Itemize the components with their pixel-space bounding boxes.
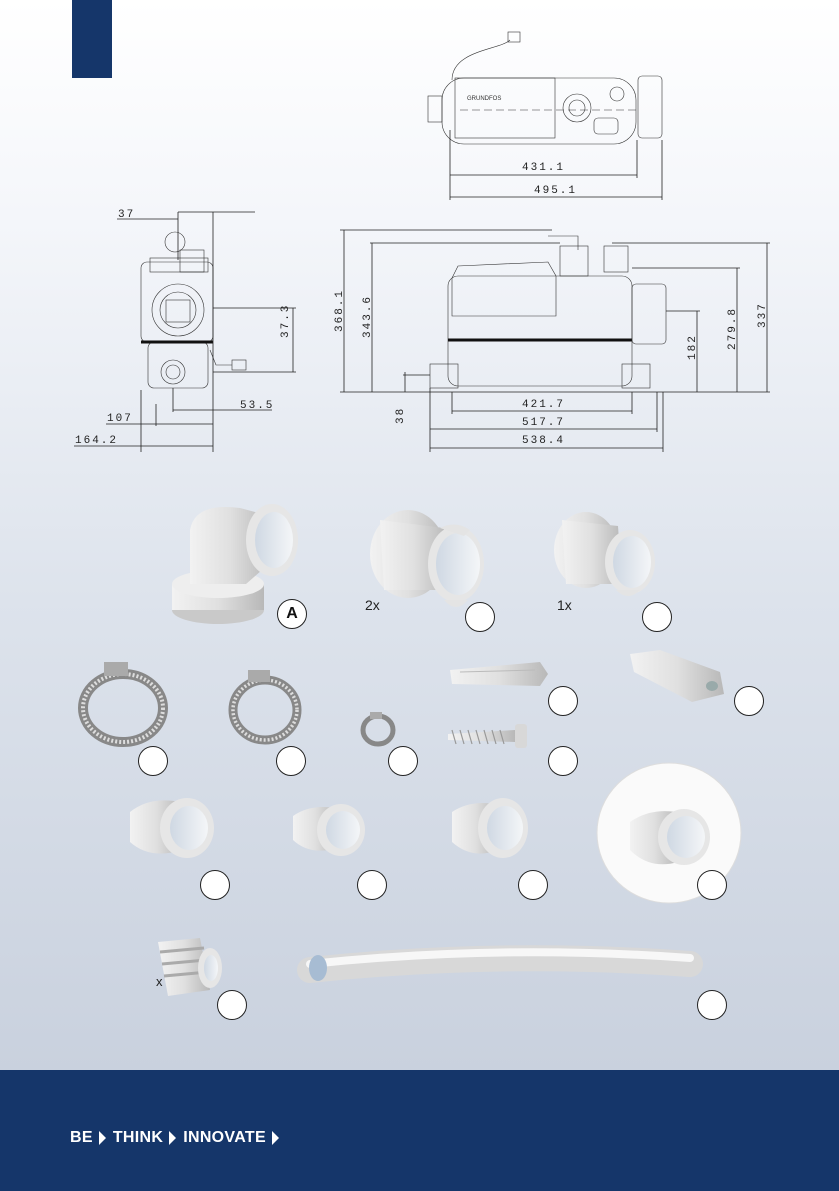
wall-plug-part — [450, 662, 548, 686]
dim-431-1: 431.1 — [522, 162, 565, 174]
screw-part — [448, 724, 527, 748]
adapter-small-part — [452, 798, 528, 858]
dim-182: 182 — [687, 334, 699, 360]
chevron-right-icon — [272, 1131, 279, 1145]
callout-circle — [138, 746, 168, 776]
hose-part — [309, 952, 690, 981]
dim-421-7: 421.7 — [522, 399, 565, 411]
adapter-medium-part — [293, 804, 365, 856]
dim-53-5: 53.5 — [240, 400, 274, 412]
slogan-word-be: BE — [70, 1129, 93, 1147]
quantity-label-1x: 1x — [557, 597, 572, 613]
adapter-large-part — [130, 798, 214, 858]
dim-337: 337 — [757, 302, 769, 328]
dim-495-1: 495.1 — [534, 185, 577, 197]
part-label-a: A — [277, 599, 307, 629]
callout-circle — [200, 870, 230, 900]
quantity-label-x: x — [156, 974, 163, 989]
technical-drawing: GRUNDFOS 431.1 495.1 37 — [0, 0, 839, 470]
callout-circle — [734, 686, 764, 716]
callout-circle — [217, 990, 247, 1020]
callout-circle — [642, 602, 672, 632]
callout-circle — [697, 870, 727, 900]
dim-37: 37 — [118, 209, 135, 221]
chevron-right-icon — [99, 1131, 106, 1145]
slogan-word-think: THINK — [113, 1129, 163, 1147]
dim-164-2: 164.2 — [75, 435, 118, 447]
svg-text:GRUNDFOS: GRUNDFOS — [467, 96, 501, 102]
quantity-label-2x: 2x — [365, 597, 380, 613]
brand-slogan: BE THINK INNOVATE — [70, 1128, 283, 1148]
dim-279-8: 279.8 — [727, 307, 739, 350]
callout-circle — [548, 686, 578, 716]
top-view-drawing: GRUNDFOS — [428, 32, 662, 200]
dim-368-1: 368.1 — [334, 289, 346, 332]
dim-517-7: 517.7 — [522, 417, 565, 429]
hose-clamp-medium-part — [233, 670, 297, 740]
hose-clamp-small-part — [363, 712, 393, 744]
callout-circle — [357, 870, 387, 900]
callout-circle — [548, 746, 578, 776]
slogan-word-innovate: INNOVATE — [183, 1129, 266, 1147]
bellows-part — [158, 938, 222, 996]
dim-38: 38 — [395, 407, 407, 424]
dim-37-3: 37.3 — [280, 304, 292, 338]
dim-343-6: 343.6 — [362, 295, 374, 338]
parts-illustration — [0, 490, 839, 1050]
callout-circle — [276, 746, 306, 776]
dim-107: 107 — [107, 413, 133, 425]
callout-circle — [518, 870, 548, 900]
large-sleeve-part — [370, 510, 484, 607]
callout-circle — [465, 602, 495, 632]
hose-clamp-large-part — [83, 662, 163, 742]
callout-circle — [697, 990, 727, 1020]
chevron-right-icon — [169, 1131, 176, 1145]
callout-circle — [388, 746, 418, 776]
bracket-part — [630, 650, 724, 702]
dim-538-4: 538.4 — [522, 435, 565, 447]
small-sleeve-part — [554, 512, 655, 596]
